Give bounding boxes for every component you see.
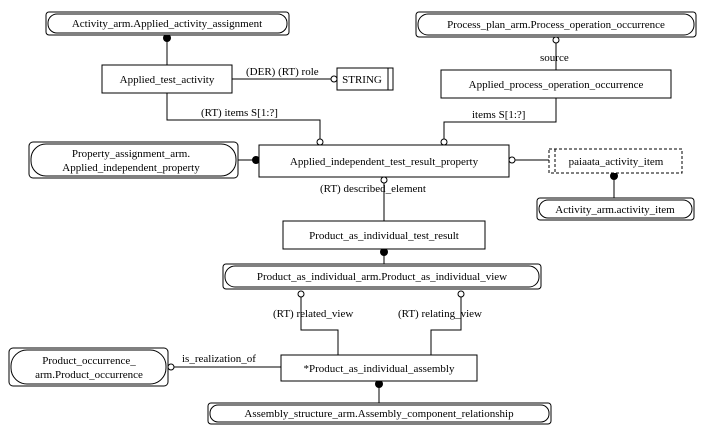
marker-source [552, 36, 560, 44]
entity-applied-test-activity-label: Applied_test_activity [120, 74, 215, 86]
label-rt-items: (RT) items S[1:?] [201, 107, 278, 119]
marker-items [440, 138, 448, 146]
connector-relating-view [430, 291, 462, 355]
entity-activity-item: Activity_arm.activity_item [536, 197, 695, 221]
label-der-rt-role: (DER) (RT) role [246, 66, 319, 78]
entity-applied-test-activity: Applied_test_activity [101, 64, 233, 94]
entity-assembly-component-relationship-label: Assembly_structure_arm.Assembly_componen… [244, 408, 514, 420]
entity-product-occurrence-label-1: Product_occurrence_ [42, 355, 136, 367]
connectors [166, 35, 615, 403]
entity-assembly-component-relationship: Assembly_structure_arm.Assembly_componen… [207, 402, 552, 425]
entity-property-assignment-label-1: Property_assignment_arm. [72, 148, 190, 160]
marker-rt-items [316, 138, 324, 146]
marker-assembly-component [375, 380, 383, 388]
connector-rt-items [166, 93, 321, 142]
marker-activity-assignment [163, 34, 171, 42]
type-string-label: STRING [342, 74, 382, 86]
entity-activity-item-label: Activity_arm.activity_item [555, 204, 675, 216]
entity-property-assignment: Property_assignment_arm. Applied_indepen… [28, 141, 239, 179]
label-is-realization-of: is_realization_of [182, 353, 256, 365]
entity-product-as-individual-view-label: Product_as_individual_arm.Product_as_ind… [257, 271, 507, 283]
marker-property-assignment [252, 156, 260, 164]
marker-test-result-view [380, 248, 388, 256]
label-rt-described-element: (RT) described_element [320, 183, 426, 195]
connector-related-view [300, 291, 339, 355]
entity-product-as-individual-assembly: *Product_as_individual_assembly [280, 354, 478, 382]
select-paiaata-activity-item-label: paiaata_activity_item [569, 156, 664, 168]
label-source: source [540, 52, 569, 64]
entity-product-as-individual-assembly-label: *Product_as_individual_assembly [304, 363, 455, 375]
label-rt-relating-view: (RT) relating_view [398, 308, 482, 320]
entity-applied-process-operation-occurrence-label: Applied_process_operation_occurrence [469, 79, 644, 91]
connector-markers [163, 34, 618, 388]
entity-product-as-individual-test-result: Product_as_individual_test_result [282, 220, 486, 250]
label-rt-related-view: (RT) related_view [273, 308, 353, 320]
entity-applied-process-operation-occurrence: Applied_process_operation_occurrence [440, 69, 672, 99]
label-items: items S[1:?] [472, 109, 525, 121]
marker-paiaata [508, 156, 516, 164]
marker-relating-view [457, 290, 465, 298]
entity-applied-independent-test-result-property: Applied_independent_test_result_property [258, 144, 510, 178]
entity-process-operation-occurrence-label: Process_plan_arm.Process_operation_occur… [447, 19, 665, 31]
marker-is-realization-of [167, 363, 175, 371]
marker-activity-item [610, 172, 618, 180]
entity-activity-assignment: Activity_arm.Applied_activity_assignment [45, 11, 290, 36]
entity-product-occurrence: Product_occurrence_ arm.Product_occurren… [8, 347, 169, 387]
entity-product-as-individual-view: Product_as_individual_arm.Product_as_ind… [222, 263, 542, 290]
entity-applied-independent-test-result-property-label: Applied_independent_test_result_property [290, 156, 479, 168]
entity-activity-assignment-label: Activity_arm.Applied_activity_assignment [72, 18, 262, 30]
entity-process-operation-occurrence: Process_plan_arm.Process_operation_occur… [415, 11, 697, 38]
marker-role [330, 75, 338, 83]
entity-product-occurrence-label-2: arm.Product_occurrence [35, 369, 143, 381]
connector-items [443, 98, 557, 142]
select-paiaata-activity-item: paiaata_activity_item [548, 148, 683, 174]
relation-labels: (DER) (RT) role source (RT) items S[1:?]… [182, 52, 569, 365]
entity-product-as-individual-test-result-label: Product_as_individual_test_result [309, 230, 459, 242]
type-string: STRING [336, 67, 394, 91]
marker-related-view [297, 290, 305, 298]
entity-property-assignment-label-2: Applied_independent_property [62, 162, 200, 174]
